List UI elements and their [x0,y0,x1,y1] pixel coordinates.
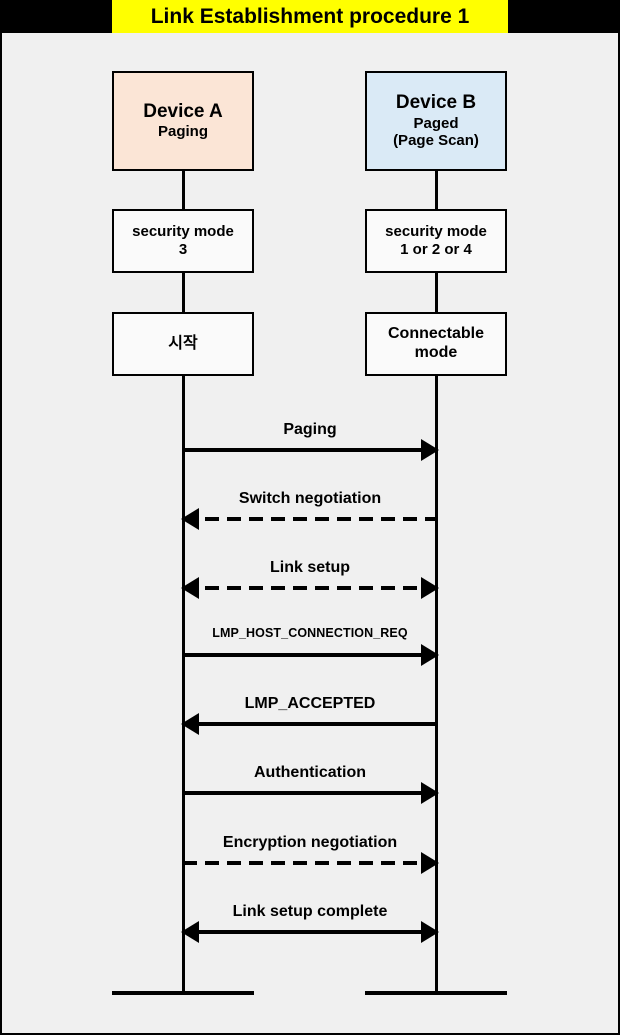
arrowhead-left-icon [181,713,199,735]
device-b-security-mode-line-2: 1 or 2 or 4 [400,241,472,258]
device-b-state-box: Connectable mode [365,312,507,376]
message-label: LMP_HOST_CONNECTION_REQ [212,626,408,640]
page-title: Link Establishment procedure 1 [150,4,470,28]
arrowhead-right-icon [421,852,439,874]
message-line [183,722,437,726]
device-a-state-line-1: 시작 [168,334,198,352]
device-b-lifeline [435,376,438,993]
device-a-security-mode-box: security mode 3 [112,209,254,273]
message-label: Link setup complete [232,903,388,920]
message-line [183,861,437,865]
message-encryption-negotiation: Encryption negotiation [183,834,439,881]
arrowhead-right-icon [421,644,439,666]
device-b-title: Device B [395,92,477,114]
message-switch-negotiation: Switch negotiation [181,490,437,537]
message-label: Authentication [254,764,366,781]
message-authentication: Authentication [183,764,439,811]
device-b-connector-1 [435,171,438,209]
arrowhead-left-icon [181,921,199,943]
device-a-security-mode-line-1: security mode [132,223,234,241]
message-label: LMP_ACCEPTED [244,695,376,712]
diagram-canvas [0,33,620,1035]
diagram-title-banner: Link Establishment procedure 1 [112,0,508,33]
arrowhead-right-icon [421,439,439,461]
message-lmp-accepted: LMP_ACCEPTED [181,695,437,742]
device-a-header-box: Device A Paging [112,71,254,171]
device-b-terminator [365,991,507,995]
message-lmp-host-connection-req: LMP_HOST_CONNECTION_REQ [183,626,439,673]
device-a-connector-2 [182,273,185,312]
message-label: Paging [283,421,337,438]
message-paging: Paging [183,421,439,468]
device-a-connector-1 [182,171,185,209]
device-a-security-mode-line-2: 3 [178,241,188,258]
message-link-setup-complete: Link setup complete [181,903,439,950]
message-label: Switch negotiation [238,490,382,507]
arrowhead-right-icon [421,921,439,943]
message-line [183,586,437,590]
device-b-security-mode-box: security mode 1 or 2 or 4 [365,209,507,273]
device-b-connector-2 [435,273,438,312]
arrowhead-left-icon [181,577,199,599]
device-b-subtitle-line-2: (Page Scan) [393,132,479,150]
device-b-state-line-2: mode [414,344,458,361]
device-b-subtitle-line-1: Paged [413,114,459,132]
arrowhead-left-icon [181,508,199,530]
message-line [183,791,437,795]
message-line [183,653,437,657]
message-label: Encryption negotiation [222,834,398,851]
arrowhead-right-icon [421,782,439,804]
message-line [183,448,437,452]
device-b-security-mode-line-1: security mode [385,223,487,241]
device-a-title: Device A [143,100,223,122]
message-link-setup: Link setup [181,559,439,606]
device-a-terminator [112,991,254,995]
device-b-header-box: Device B Paged (Page Scan) [365,71,507,171]
device-a-state-box: 시작 [112,312,254,376]
device-a-lifeline [182,376,185,993]
message-line [183,930,437,934]
arrowhead-right-icon [421,577,439,599]
device-b-state-line-1: Connectable [387,325,484,343]
device-a-subtitle: Paging [157,123,208,141]
message-line [183,517,437,521]
message-label: Link setup [269,559,350,576]
